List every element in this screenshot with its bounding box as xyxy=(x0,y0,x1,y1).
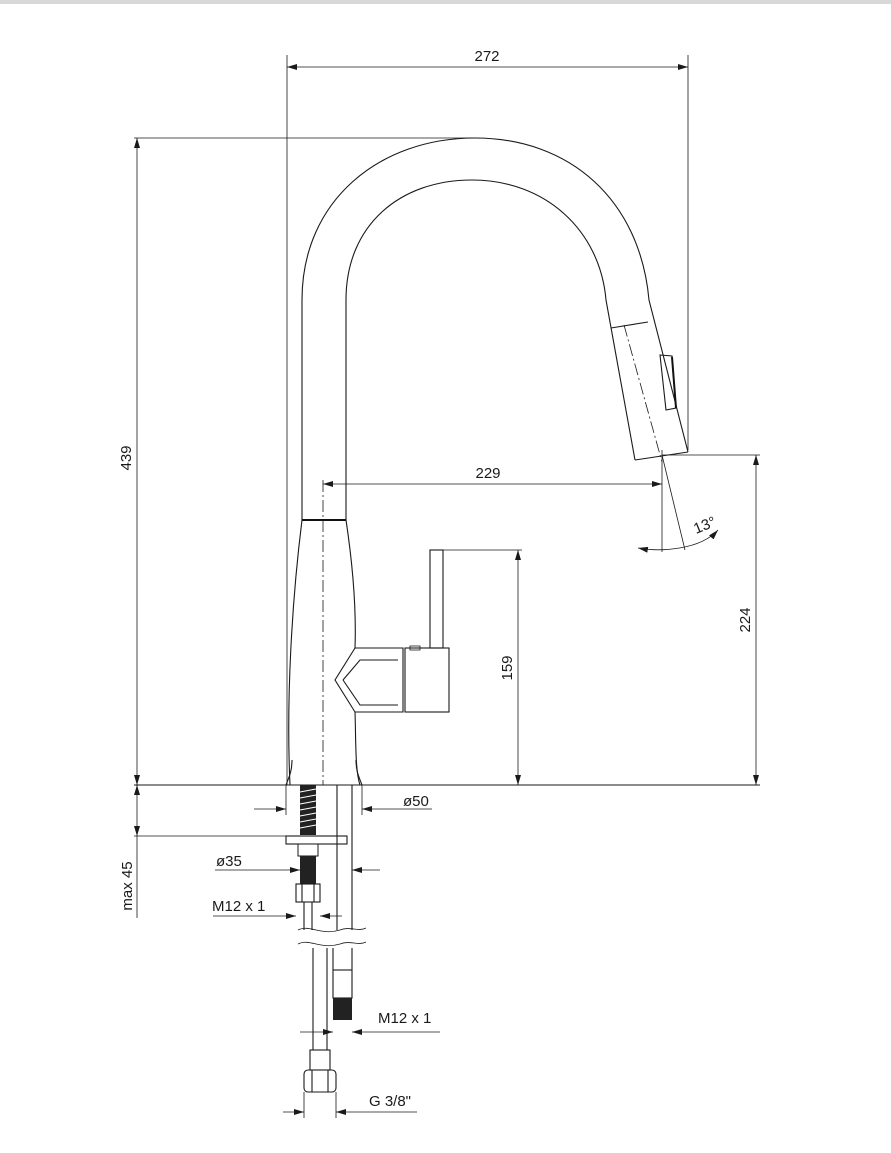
bottom-nut xyxy=(303,1069,337,1093)
dim-o50-label: ø50 xyxy=(403,793,429,810)
spray-head-joint xyxy=(610,321,649,329)
dim-m12-lower-label: M12 x 1 xyxy=(378,1010,431,1027)
lever-base xyxy=(404,647,450,713)
body-left xyxy=(288,519,303,786)
mounting-plate xyxy=(285,835,348,845)
dim-o35-label: ø35 xyxy=(216,853,242,870)
spray-head-bottom xyxy=(634,451,689,461)
dim-max-thickness: max 45 xyxy=(119,785,286,918)
dim-159-label: 159 xyxy=(499,655,516,680)
spout-outer-curve xyxy=(301,137,689,520)
lever-handle xyxy=(429,549,444,649)
dim-base-diameter: ø50 xyxy=(254,785,432,815)
dim-total-height: 439 xyxy=(118,137,475,785)
dim-g38-label: G 3/8" xyxy=(369,1093,411,1110)
dim-total-width: 272 xyxy=(286,48,689,785)
dim-224-label: 224 xyxy=(737,607,754,632)
dim-lever-height: 159 xyxy=(443,549,522,785)
dim-272-label: 272 xyxy=(474,48,499,65)
dim-thread-lower: M12 x 1 xyxy=(300,1010,440,1035)
dim-spray-angle: 13° xyxy=(637,454,719,553)
dim-spray-height: 224 xyxy=(662,454,760,785)
lower-fitting xyxy=(332,969,353,999)
lower-thread xyxy=(333,998,352,1020)
upper-nut xyxy=(295,883,321,903)
mounting-parts xyxy=(285,785,367,1093)
top-border xyxy=(0,0,891,4)
dim-229-label: 229 xyxy=(475,465,500,482)
lever-housing xyxy=(334,647,404,713)
dim-thread-upper: M12 x 1 xyxy=(212,898,342,919)
dim-439-label: 439 xyxy=(118,445,135,470)
faucet-outline xyxy=(285,137,689,786)
dim-max45-label: max 45 xyxy=(119,861,136,910)
dim-hose-connection: G 3/8" xyxy=(283,1092,417,1118)
dim-m12-upper-label: M12 x 1 xyxy=(212,898,265,915)
dim-spout-reach: 229 xyxy=(323,450,663,552)
spout-inner-curve xyxy=(345,179,636,520)
dim-13-label: 13° xyxy=(691,513,718,537)
dim-mounting-hole: ø35 xyxy=(215,853,380,873)
body-right xyxy=(345,519,361,786)
